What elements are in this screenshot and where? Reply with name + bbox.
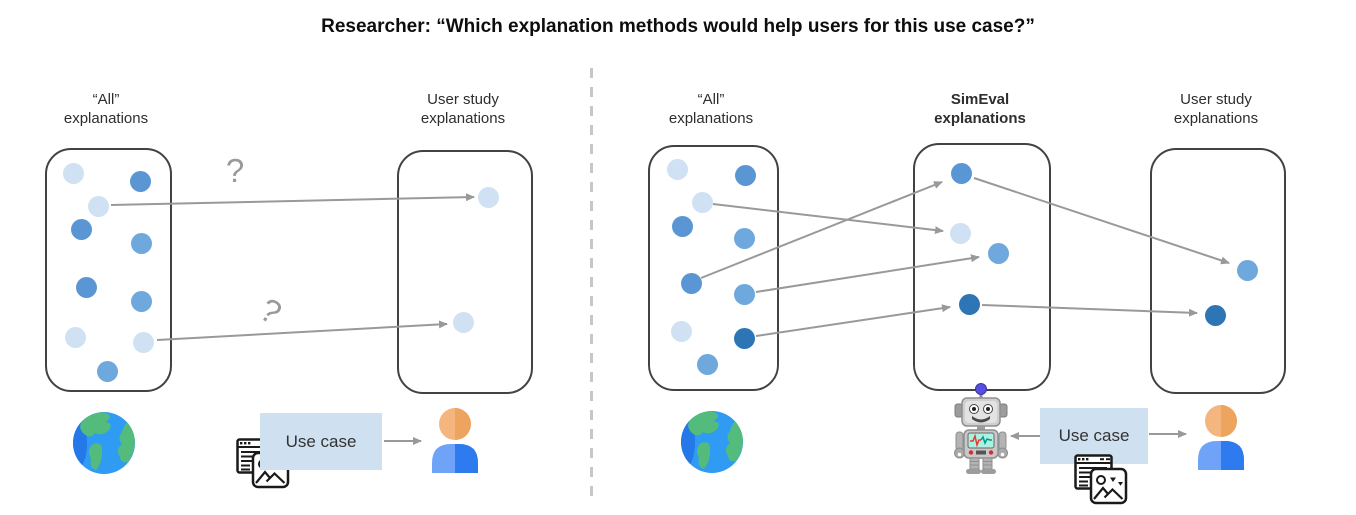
globe-icon [681, 411, 743, 473]
explanation-dot-medium [733, 283, 755, 305]
explanation-dot-light [132, 331, 154, 353]
explanation-dot-medium_strong [129, 170, 151, 192]
label-line: SimEval [950, 91, 1010, 108]
use-case-label: Use case [285, 431, 357, 451]
box-simeval-explanations [913, 143, 1051, 391]
globe-icon [73, 412, 135, 474]
explanation-dot-light [670, 320, 692, 342]
label-line: explanations [668, 110, 754, 127]
explanation-dot-medium [987, 242, 1009, 264]
explanation-dot-medium_strong [734, 164, 756, 186]
label-line: “All” [697, 91, 725, 108]
explanation-dot-medium [1236, 259, 1258, 281]
box-left-user-explanations [397, 150, 533, 394]
question-mark-2: ? [253, 290, 288, 332]
user-person-icon [432, 408, 478, 473]
explanation-dot-medium [96, 360, 118, 382]
explanation-dot-light [666, 158, 688, 180]
explanation-dot-medium [733, 227, 755, 249]
label-simeval: SimEval explanations [900, 90, 1060, 128]
use-case-box-right: Use case [1040, 408, 1148, 464]
explanation-dot-light [691, 191, 713, 213]
box-left-all-explanations [45, 148, 172, 392]
explanation-dot-medium [696, 353, 718, 375]
explanation-dot-medium [130, 290, 152, 312]
robot-icon [954, 383, 1008, 474]
explanation-dot-medium_strong [70, 218, 92, 240]
explanation-dot-medium_strong [75, 276, 97, 298]
explanation-dot-light [949, 222, 971, 244]
use-case-document-icon [1074, 454, 1128, 505]
explanation-dot-medium [130, 232, 152, 254]
label-left-all: “All” explanations [26, 90, 186, 128]
box-right-all-explanations [648, 145, 779, 391]
explanation-dot-light [62, 162, 84, 184]
question-mark-1: ? [225, 152, 245, 189]
label-line: explanations [1173, 110, 1259, 127]
label-line: explanations [420, 110, 506, 127]
use-case-box-left: Use case [260, 413, 382, 470]
explanation-dot-dark [958, 293, 980, 315]
label-line: User study [1180, 91, 1252, 108]
user-person-icon [1198, 405, 1244, 470]
explanation-dot-medium_strong [671, 215, 693, 237]
panel-divider [590, 68, 593, 505]
label-line: explanations [934, 110, 1026, 127]
explanation-dot-light [64, 326, 86, 348]
explanation-dot-medium_strong [950, 162, 972, 184]
label-line: “All” [92, 91, 120, 108]
box-right-user-explanations [1150, 148, 1286, 394]
explanation-dot-medium_strong [680, 272, 702, 294]
use-case-label: Use case [1058, 426, 1130, 445]
explanation-dot-dark [1204, 304, 1226, 326]
explanation-dot-light [452, 311, 474, 333]
label-left-user-study: User study explanations [383, 90, 543, 128]
explanation-dot-light [477, 186, 499, 208]
label-line: explanations [63, 110, 149, 127]
figure-title: Researcher: “Which explanation methods w… [321, 16, 1035, 37]
explanation-dot-light [87, 195, 109, 217]
label-right-user-study: User study explanations [1136, 90, 1296, 128]
explanation-dot-dark [733, 327, 755, 349]
label-line: User study [427, 91, 499, 108]
label-right-all: “All” explanations [631, 90, 791, 128]
